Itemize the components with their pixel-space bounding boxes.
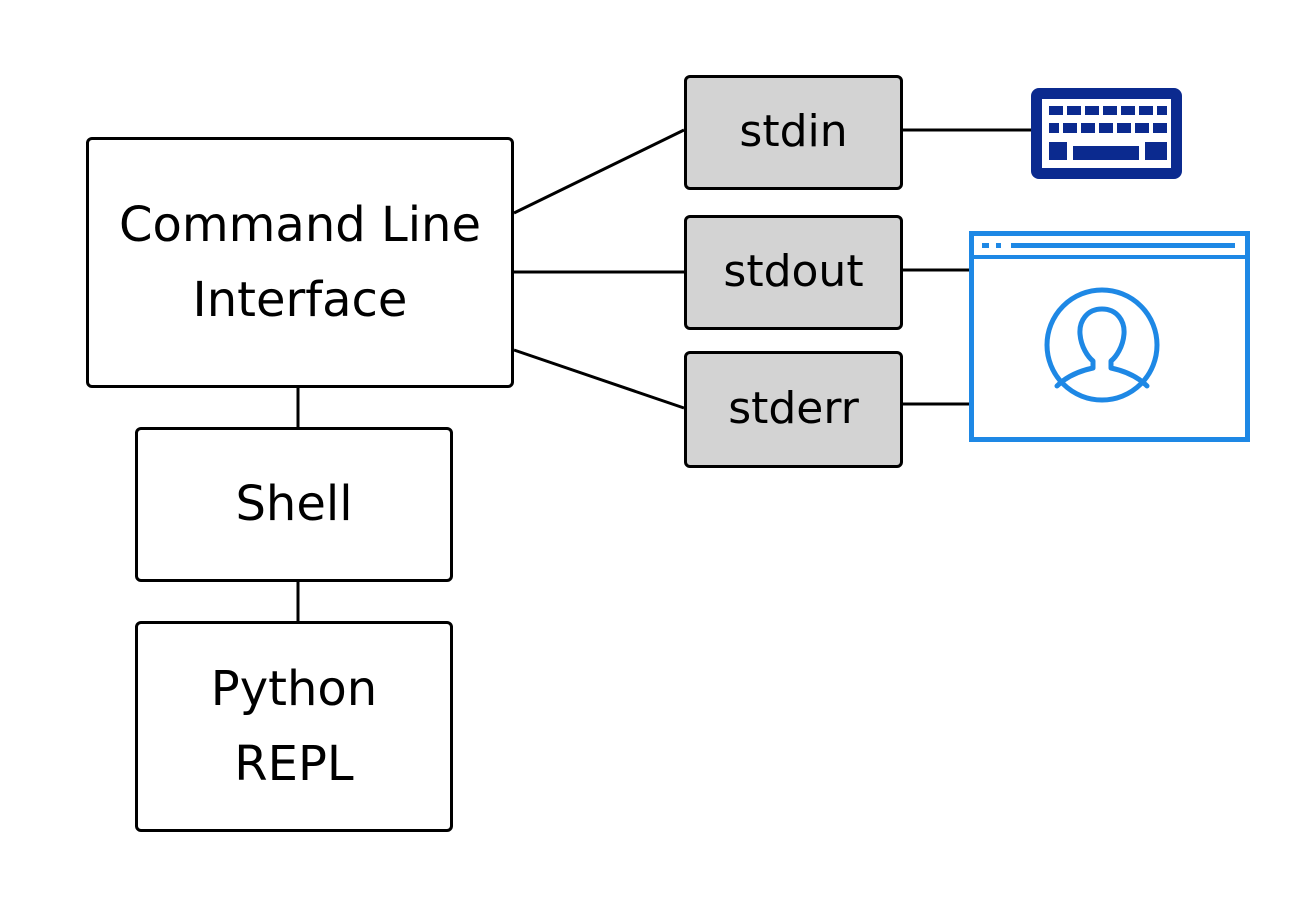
connector-cli-stdin bbox=[513, 128, 685, 215]
stderr-node: stderr bbox=[684, 351, 903, 468]
keyboard-icon bbox=[1031, 88, 1182, 179]
cli-node: Command Line Interface bbox=[86, 137, 514, 388]
stdin-label: stdin bbox=[739, 106, 848, 158]
shell-label: Shell bbox=[235, 476, 353, 533]
stdin-node: stdin bbox=[684, 75, 903, 190]
stderr-label: stderr bbox=[728, 383, 859, 435]
shell-node: Shell bbox=[135, 427, 453, 582]
stdout-label: stdout bbox=[723, 246, 864, 298]
cli-label: Command Line Interface bbox=[119, 197, 481, 328]
connector-cli-stderr bbox=[513, 348, 685, 410]
python-repl-label: Python REPL bbox=[210, 661, 378, 792]
stdout-node: stdout bbox=[684, 215, 903, 330]
user-screen-icon bbox=[969, 231, 1250, 442]
python-repl-node: Python REPL bbox=[135, 621, 453, 832]
